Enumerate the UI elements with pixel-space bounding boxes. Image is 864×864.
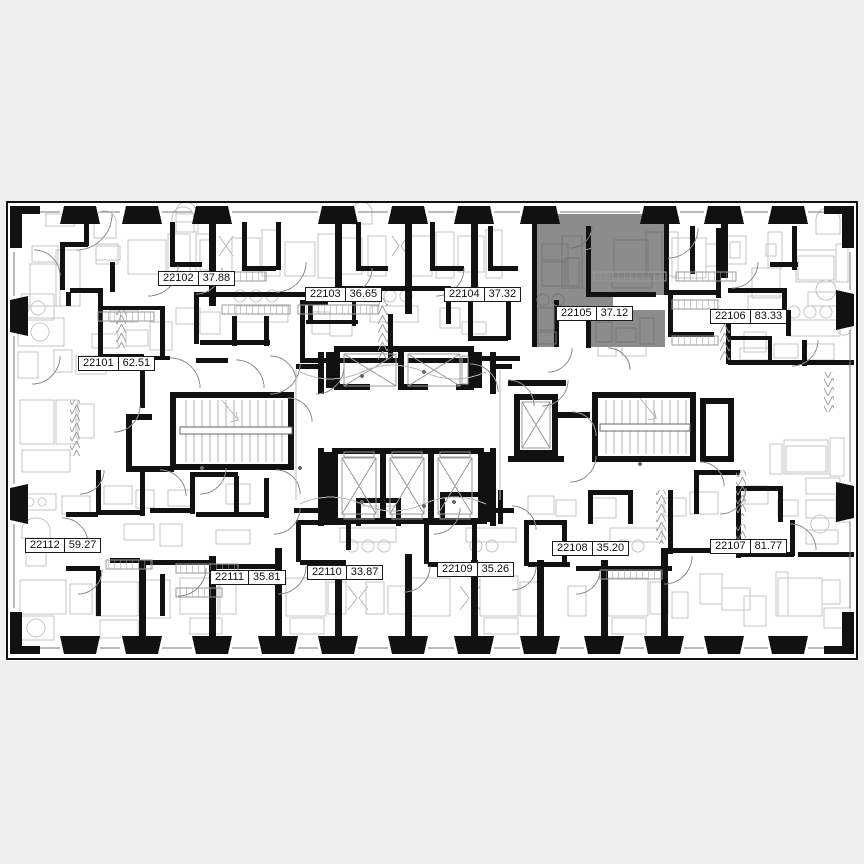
unit-area: 35.26	[481, 563, 510, 575]
unit-id: 22102	[159, 272, 199, 285]
unit-id: 22112	[26, 539, 65, 552]
unit-area: 35.20	[596, 542, 625, 554]
unit-area: 62.51	[122, 357, 151, 369]
unit-id: 22106	[711, 310, 751, 323]
unit-area: 36.65	[349, 288, 378, 300]
unit-area: 81.77	[754, 540, 783, 552]
detail-layer	[13, 211, 851, 649]
unit-area: 37.88	[202, 272, 231, 284]
unit-id: 22103	[306, 288, 346, 301]
unit-id: 22104	[445, 288, 485, 301]
unit-area: 37.12	[600, 307, 629, 319]
unit-id: 22110	[308, 566, 347, 579]
unit-area: 35.81	[252, 571, 281, 583]
unit-area: 33.87	[350, 566, 379, 578]
unit-area: 37.32	[488, 288, 517, 300]
wall-layer	[6, 201, 858, 660]
unit-id: 22107	[711, 540, 751, 553]
unit-id: 22105	[557, 307, 597, 320]
unit-id: 22101	[79, 357, 119, 370]
unit-id: 22108	[553, 542, 593, 555]
unit-area: 59.27	[68, 539, 97, 551]
unit-area: 83.33	[754, 310, 783, 322]
unit-id: 22111	[211, 571, 249, 584]
unit-id: 22109	[438, 563, 478, 576]
